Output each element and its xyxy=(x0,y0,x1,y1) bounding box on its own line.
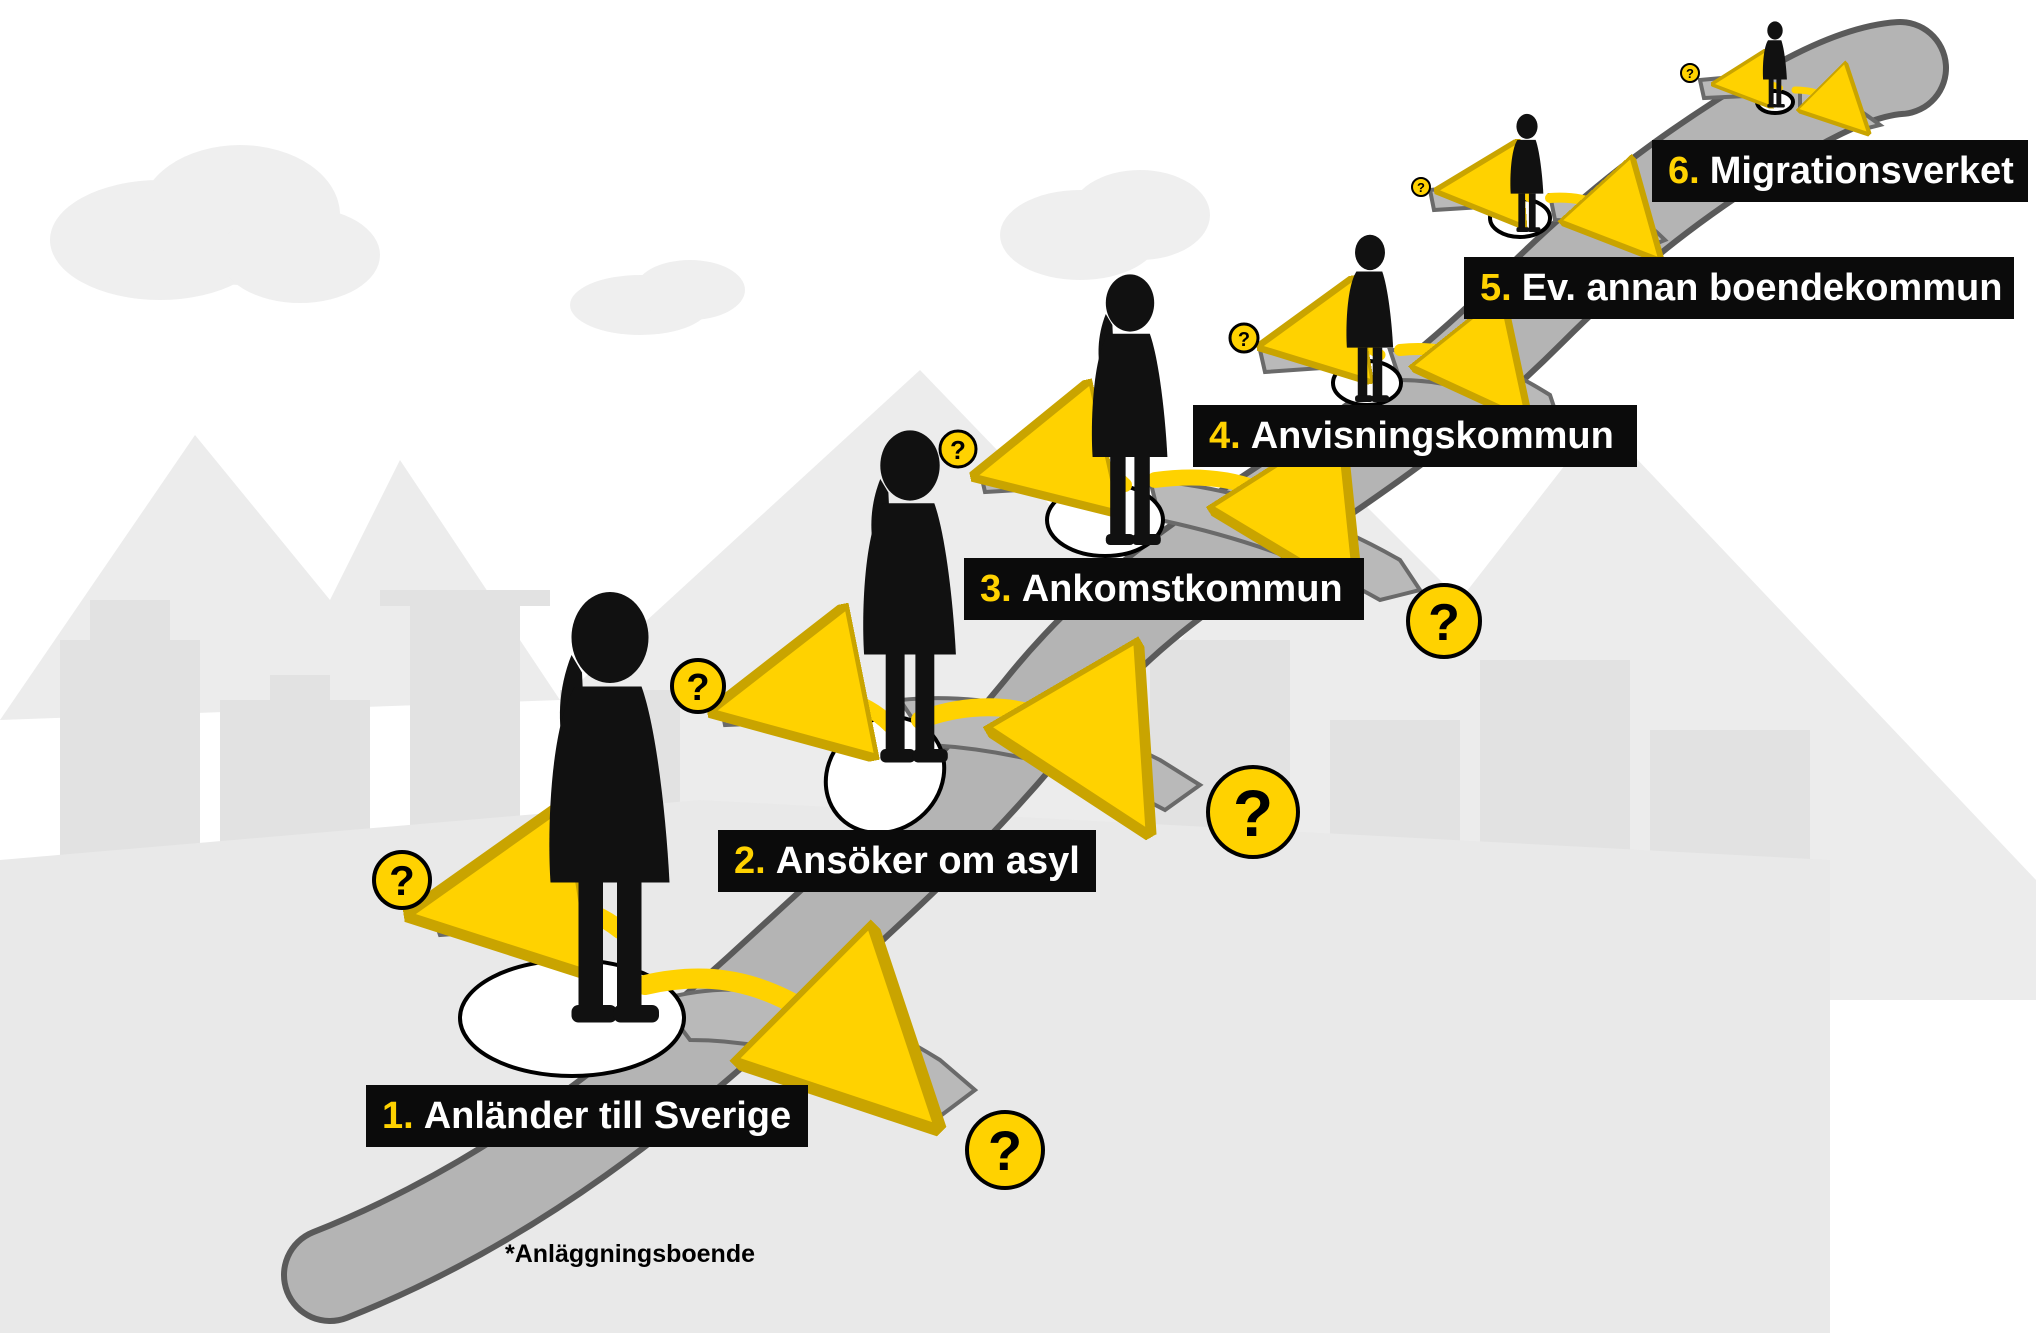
direction-arrows xyxy=(475,81,1850,1075)
step-6-arrow-forward xyxy=(1791,90,1850,115)
svg-text:?: ? xyxy=(1238,329,1250,351)
question-mark-icon: ? xyxy=(670,658,726,714)
clouds xyxy=(50,145,1210,335)
question-mark-icon: ? xyxy=(1206,765,1300,859)
step-1-text: Anländer till Sverige xyxy=(423,1095,792,1137)
question-mark-icon: ? xyxy=(965,1110,1045,1190)
svg-text:?: ? xyxy=(389,857,415,904)
step-2-arrow-forward xyxy=(911,707,1115,775)
child-figure-4 xyxy=(1346,234,1394,402)
footnote: *Anläggningsboende xyxy=(505,1240,755,1268)
step-4-label: 4.Anvisningskommun xyxy=(1193,405,1637,467)
step-2-label: 2.Ansöker om asyl xyxy=(718,830,1096,892)
step-5-number: 5. xyxy=(1480,267,1512,309)
question-mark-icon: ? xyxy=(1411,177,1431,197)
question-mark-icon: ? xyxy=(1228,322,1260,354)
step-2-arrow-back xyxy=(770,695,898,725)
question-mark-icon: ? xyxy=(1406,583,1482,659)
question-mark-icon: ? xyxy=(1680,63,1700,83)
step-5-arrow-forward xyxy=(1545,198,1635,232)
child-figure-6 xyxy=(1762,21,1787,108)
step-3-label: 3.Ankomstkommun xyxy=(964,558,1364,620)
step-6-disc xyxy=(1755,89,1795,115)
step-6-label: 6.Migrationsverket xyxy=(1652,140,2028,202)
step-2-text: Ansöker om asyl xyxy=(775,840,1080,882)
svg-text:?: ? xyxy=(1233,776,1273,850)
child-figure-3 xyxy=(1091,274,1168,545)
step-1-arrow-forward xyxy=(635,978,885,1075)
svg-text:?: ? xyxy=(1686,66,1694,81)
step-4-arrow-forward xyxy=(1394,349,1500,385)
svg-text:?: ? xyxy=(1417,180,1425,195)
question-marks: ? ? ? ? ? ? ? ? ? xyxy=(372,63,1700,1190)
step-6-number: 6. xyxy=(1668,150,1700,192)
step-3-text: Ankomstkommun xyxy=(1021,568,1343,610)
step-5-label: 5.Ev. annan boendekommun xyxy=(1464,257,2014,319)
svg-text:?: ? xyxy=(950,435,966,465)
step-4-number: 4. xyxy=(1209,415,1241,457)
question-mark-icon: ? xyxy=(938,429,978,469)
child-figure-2 xyxy=(863,430,956,763)
step-2-number: 2. xyxy=(734,840,766,882)
svg-text:?: ? xyxy=(1428,594,1460,652)
step-5-text: Ev. annan boendekommun xyxy=(1521,267,2003,309)
step-3-number: 3. xyxy=(980,568,1012,610)
svg-text:?: ? xyxy=(686,667,709,709)
step-1-label: 1.Anländer till Sverige xyxy=(366,1085,808,1147)
step-1-arrow-back xyxy=(475,901,629,930)
step-6-text: Migrationsverket xyxy=(1709,150,2014,192)
question-mark-icon: ? xyxy=(372,850,432,910)
child-silhouettes xyxy=(549,21,1787,1023)
step-4-text: Anvisningskommun xyxy=(1250,415,1614,457)
child-figure-1 xyxy=(549,592,670,1023)
child-figure-5 xyxy=(1510,113,1544,232)
step-1-number: 1. xyxy=(382,1095,414,1137)
step-5-arrow-back xyxy=(1470,187,1535,198)
step-3-arrow-forward xyxy=(1147,478,1325,545)
svg-text:?: ? xyxy=(988,1119,1022,1182)
